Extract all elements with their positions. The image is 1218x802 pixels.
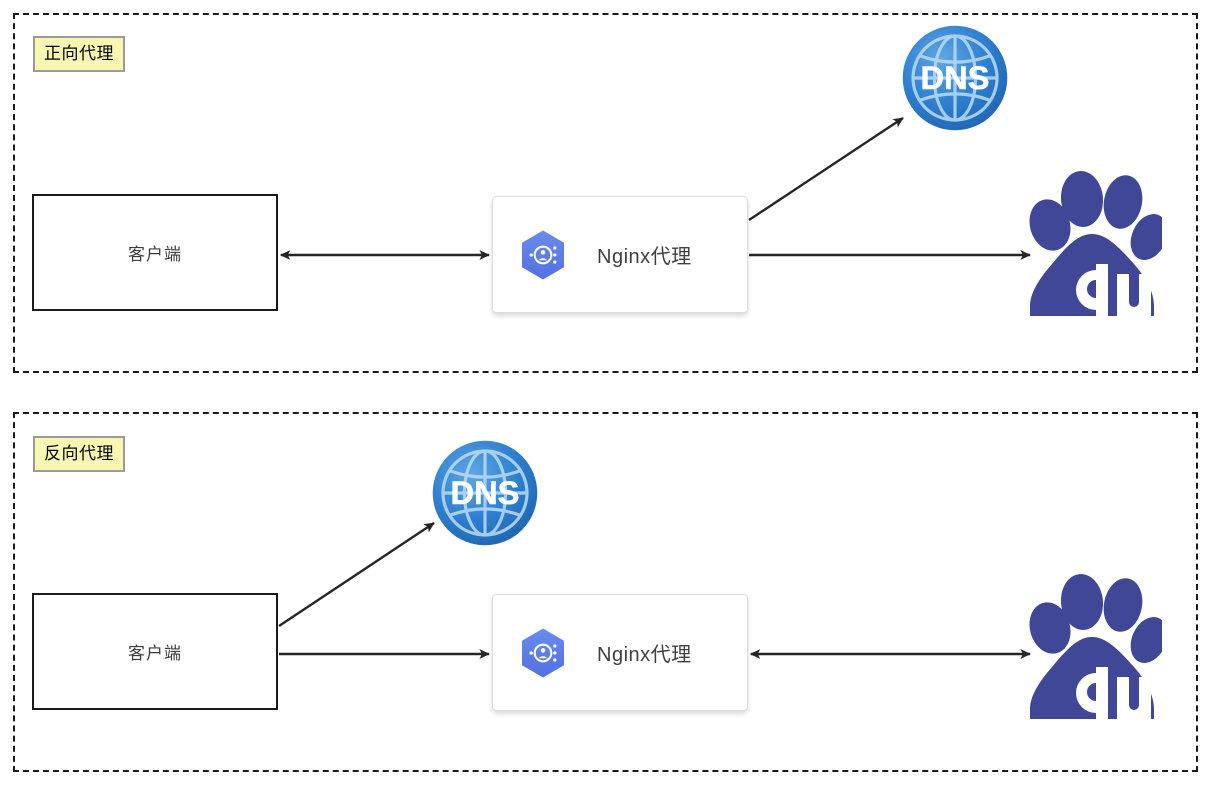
forward-nginx-proxy-label: Nginx代理 (597, 246, 692, 268)
reverse-nginx-proxy-box: Nginx代理 (492, 594, 748, 711)
dns-icon-text: DNS (921, 59, 990, 96)
reverse-client-label: 客户端 (128, 644, 182, 663)
dns-icon-text: DNS (451, 474, 520, 511)
dns-globe-icon: DNS (429, 437, 541, 549)
forward-client-box: 客户端 (32, 194, 278, 311)
baidu-paw-logo (1022, 571, 1168, 719)
reverse-nginx-proxy-label: Nginx代理 (597, 644, 692, 666)
reverse-client-box: 客户端 (32, 593, 278, 710)
nginx-hexagon-icon (515, 625, 571, 681)
panel-reverse-proxy-tag: 反向代理 (33, 436, 125, 472)
baidu-paw-logo (1022, 168, 1168, 316)
forward-client-label: 客户端 (128, 245, 182, 264)
panel-reverse-proxy (13, 412, 1198, 772)
forward-nginx-proxy-box: Nginx代理 (492, 196, 748, 313)
panel-forward-proxy-tag: 正向代理 (33, 36, 125, 72)
dns-globe-icon: DNS (899, 22, 1011, 134)
panel-forward-proxy (13, 13, 1198, 373)
nginx-hexagon-icon (515, 227, 571, 283)
